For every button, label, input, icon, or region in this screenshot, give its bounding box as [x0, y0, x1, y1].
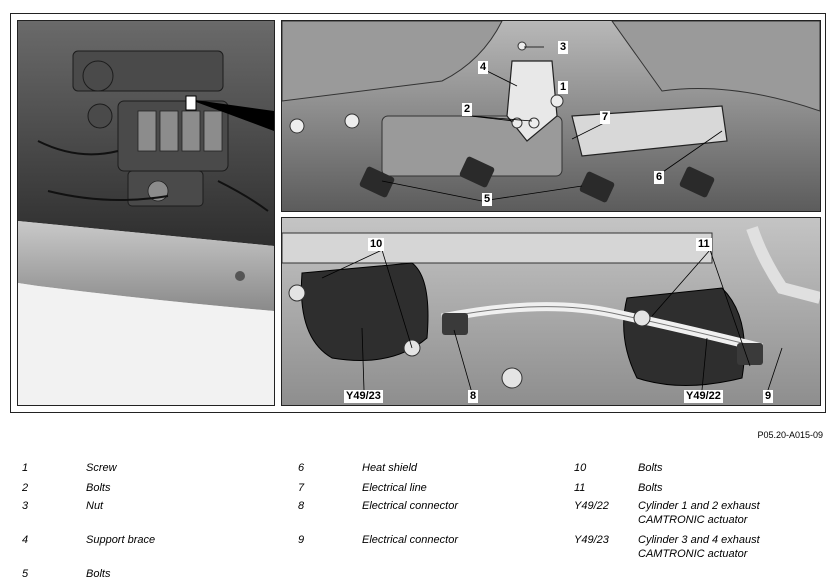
legend-desc-9: Electrical connector [362, 534, 458, 546]
engine-bay-illustration [18, 21, 274, 405]
legend-desc-y4923: Cylinder 3 and 4 exhaust [638, 534, 760, 546]
callout-7: 7 [600, 111, 611, 124]
legend-num-9: 9 [298, 534, 305, 546]
legend-desc-4: Support brace [86, 534, 156, 546]
legend-desc-1: Screw [86, 462, 117, 474]
legend-num-2: 2 [22, 482, 29, 494]
callout-1: 1 [558, 81, 569, 94]
legend-num-5: 5 [22, 568, 29, 580]
legend-num-8: 8 [298, 500, 305, 512]
legend-num-y4922: Y49/22 [574, 500, 609, 512]
callout-5: 5 [482, 193, 493, 206]
legend-desc-y4922: Cylinder 1 and 2 exhaust [638, 500, 760, 512]
legend-num-11: 11 [574, 482, 586, 494]
legend-desc2-y4923: CAMTRONIC actuator [638, 548, 748, 560]
legend-num-10: 10 [574, 462, 587, 474]
callout-2: 2 [462, 103, 473, 116]
callout-8: 8 [468, 390, 479, 403]
camtronic-actuators-illustration [282, 218, 820, 405]
callout-11: 11 [696, 238, 712, 251]
legend-desc-10: Bolts [638, 462, 663, 474]
legend-desc-5: Bolts [86, 568, 111, 580]
callout-4: 4 [478, 61, 489, 74]
legend-desc-6: Heat shield [362, 462, 418, 474]
legend-desc-2: Bolts [86, 482, 111, 494]
heat-shield-illustration [282, 21, 820, 211]
detail-panel-camtronic-actuators: 10 11 8 9 Y49/23 Y49/22 [281, 217, 821, 406]
legend-desc2-y4922: CAMTRONIC actuator [638, 514, 748, 526]
legend-num-6: 6 [298, 462, 305, 474]
engine-bay-overview-panel [17, 20, 275, 406]
legend-desc-11: Bolts [638, 482, 663, 494]
legend-desc-3: Nut [86, 500, 104, 512]
figure-frame: 1 2 3 4 5 6 7 [10, 13, 826, 413]
callout-y4923: Y49/23 [344, 390, 383, 403]
legend-num-4: 4 [22, 534, 29, 546]
callout-10: 10 [368, 238, 385, 251]
legend-desc-7: Electrical line [362, 482, 427, 494]
legend-desc-8: Electrical connector [362, 500, 458, 512]
figure-id: P05.20-A015-09 [757, 430, 823, 440]
legend-num-7: 7 [298, 482, 305, 494]
detail-panel-heat-shield: 1 2 3 4 5 6 7 [281, 20, 821, 212]
callout-9: 9 [763, 390, 774, 403]
callout-3: 3 [558, 41, 569, 54]
legend-num-y4923: Y49/23 [574, 534, 609, 546]
legend-num-1: 1 [22, 462, 29, 474]
callout-6: 6 [654, 171, 665, 184]
legend-num-3: 3 [22, 500, 29, 512]
callout-y4922: Y49/22 [684, 390, 723, 403]
